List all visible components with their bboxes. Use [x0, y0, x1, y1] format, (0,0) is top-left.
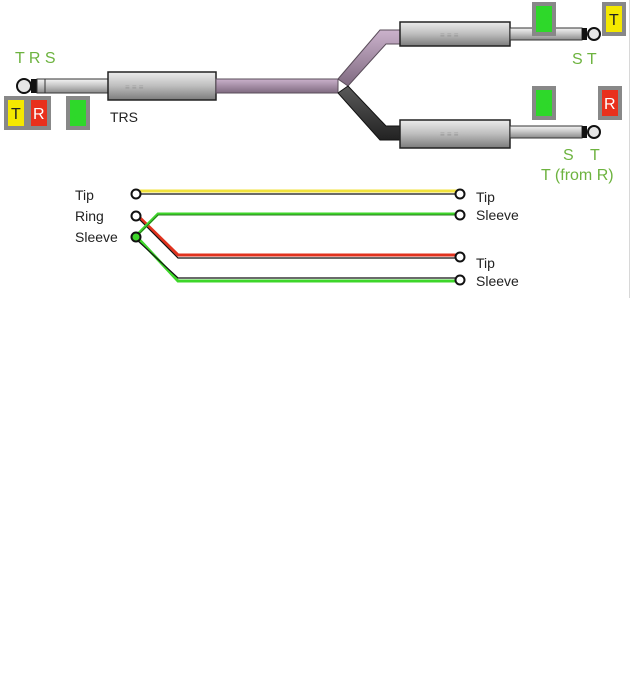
- svg-text:R: R: [604, 96, 616, 113]
- badge-left-r: R: [27, 96, 51, 130]
- left-label-sleeve: Sleeve: [75, 229, 118, 245]
- right-terminal-tip-1: [454, 188, 466, 200]
- upper-plug-tip: [587, 27, 601, 41]
- main-cable: [215, 78, 339, 94]
- trs-plug-ring: [36, 78, 46, 94]
- lower-ts-plug: ≡ ≡ ≡: [399, 119, 601, 149]
- badge-left-t: T: [4, 96, 28, 130]
- trs-plug-body: [107, 71, 217, 101]
- left-terminal-ring: [130, 210, 142, 222]
- sleeve-wire-2: [134, 234, 460, 283]
- upper-ts-plug: ≡ ≡ ≡: [399, 21, 601, 47]
- svg-text:≡ ≡ ≡: ≡ ≡ ≡: [440, 130, 459, 139]
- trs-plug: ≡ ≡ ≡: [16, 71, 217, 101]
- trs-plug-embossing: ≡ ≡ ≡: [125, 83, 144, 92]
- sleeve-wire-1: [134, 212, 460, 238]
- svg-text:S: S: [539, 96, 550, 113]
- left-terminal-tip: [130, 188, 142, 200]
- svg-text:T: T: [11, 106, 21, 123]
- svg-text:S: S: [73, 106, 84, 123]
- trs-plug-contacts-label: T R S: [15, 50, 56, 67]
- badge-upper-t: T: [602, 2, 626, 36]
- right-label-tip-2: Tip: [476, 255, 495, 271]
- trs-y-cable-diagram: ≡ ≡ ≡ ≡ ≡ ≡ ≡ ≡ ≡ T R S TRS S T S T T (f…: [0, 0, 630, 298]
- left-label-tip: Tip: [75, 187, 94, 203]
- cable-upper-branch: [337, 29, 401, 87]
- right-terminal-tip-2: [454, 251, 466, 263]
- badge-upper-s: S: [532, 2, 556, 36]
- right-terminal-sleeve-2: [454, 274, 466, 286]
- wiring-schematic: Tip Ring Sleeve Tip Sleeve Tip Sleeve: [75, 187, 519, 289]
- right-label-tip-1: Tip: [476, 189, 495, 205]
- lower-plug-label-t: T: [590, 147, 600, 164]
- y-split-cable: [215, 29, 401, 141]
- lower-plug-note: T (from R): [541, 167, 614, 184]
- trs-plug-sleeve: [44, 78, 109, 94]
- badge-lower-s: S: [532, 86, 556, 120]
- upper-plug-contacts-label: S T: [572, 51, 597, 68]
- upper-plug-insulator: [582, 28, 587, 40]
- badge-left-s: S: [66, 96, 90, 130]
- badge-lower-r: R: [598, 86, 622, 120]
- left-terminal-sleeve: [130, 231, 142, 243]
- upper-plug-body: [399, 21, 511, 47]
- svg-text:T: T: [609, 12, 619, 29]
- lower-plug-insulator: [582, 126, 587, 138]
- diagram-canvas: ≡ ≡ ≡ ≡ ≡ ≡ ≡ ≡ ≡ T R S TRS S T S T T (f…: [4, 2, 626, 289]
- lower-plug-sleeve: [509, 125, 583, 139]
- lower-plug-label-s: S: [563, 147, 574, 164]
- lower-plug-tip: [587, 125, 601, 139]
- trs-plug-name-label: TRS: [110, 109, 138, 125]
- lower-plug-body: [399, 119, 511, 149]
- right-label-sleeve-1: Sleeve: [476, 207, 519, 223]
- right-label-sleeve-2: Sleeve: [476, 273, 519, 289]
- trs-plug-tip: [16, 78, 32, 94]
- svg-text:≡ ≡ ≡: ≡ ≡ ≡: [440, 31, 459, 40]
- trs-plug-insulator: [31, 79, 37, 93]
- cable-lower-branch: [337, 85, 401, 141]
- left-label-ring: Ring: [75, 208, 104, 224]
- svg-text:R: R: [33, 106, 45, 123]
- svg-text:S: S: [539, 12, 550, 29]
- right-terminal-sleeve-1: [454, 209, 466, 221]
- ring-wire: [134, 212, 460, 257]
